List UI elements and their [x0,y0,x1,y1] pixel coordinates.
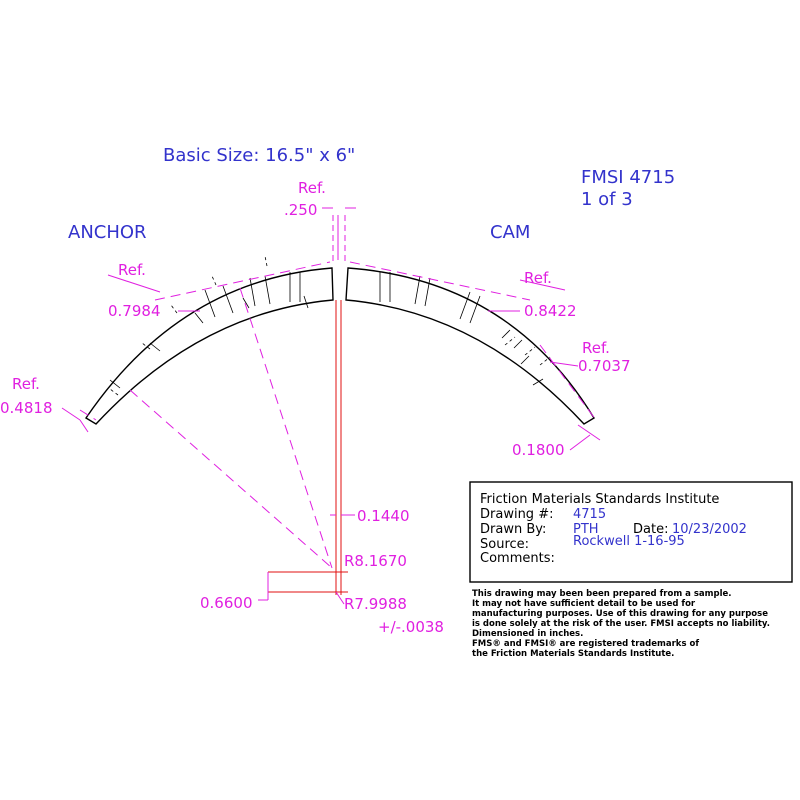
top-gap-dimension: .250 [284,201,317,219]
left-ref-dim-1: 0.7984 [108,302,161,320]
disclaimer-line: the Friction Materials Standards Institu… [472,649,674,659]
title-comments-label: Comments: [480,551,555,566]
top-ref-label: Ref. [298,179,326,197]
right-ref-dim-1: 0.8422 [524,302,577,320]
right-ref-label-2: Ref. [582,339,610,357]
title-source-label: Source: [480,537,529,552]
disclaimer-line: manufacturing purposes. Use of this draw… [472,609,768,619]
disclaimer-line: Dimensioned in inches. [472,629,583,639]
right-bottom-dim: 0.1800 [512,441,565,459]
basic-size-label: Basic Size: 16.5" x 6" [163,145,355,166]
sheet-number: 1 of 3 [581,189,633,210]
anchor-label: ANCHOR [68,222,147,243]
center-offset-dim: 0.1440 [357,507,410,525]
left-ref-dim-2: 0.4818 [0,399,53,417]
left-offset-dim: 0.6600 [200,594,253,612]
title-drawn-by-value: PTH [573,522,599,537]
cam-label: CAM [490,222,530,243]
title-source-value: Rockwell 1-16-95 [573,534,685,549]
anchor-lining-segment [85,255,334,425]
disclaimer-line: is done solely at the risk of the user. … [472,619,770,629]
disclaimer-line: This drawing may been been prepared from… [472,589,731,599]
center-lines [268,300,348,595]
title-drawn-by-label: Drawn By: [480,522,546,537]
title-block: Friction Materials Standards Institute D… [469,481,793,583]
title-drawing-value: 4715 [573,507,606,522]
title-date-value: 10/23/2002 [672,522,747,537]
disclaimer-line: FMS® and FMSI® are registered trademarks… [472,639,699,649]
left-ref-label-2: Ref. [12,375,40,393]
right-ref-dim-2: 0.7037 [578,357,631,375]
left-ref-label-1: Ref. [118,261,146,279]
title-date-label: Date: [633,522,668,537]
title-org: Friction Materials Standards Institute [480,492,719,507]
title-drawing-label: Drawing #: [480,507,553,522]
fmsi-number: FMSI 4715 [581,167,675,188]
radius-inner-dim: R7.9988 [344,595,407,613]
radius-tolerance: +/-.0038 [378,618,444,636]
cam-lining-segment [345,267,595,425]
disclaimer-line: It may not have sufficient detail to be … [472,599,696,609]
disclaimer: This drawing may been been prepared from… [472,589,770,659]
radius-outer-dim: R8.1670 [344,552,407,570]
construction-lines [79,215,597,569]
